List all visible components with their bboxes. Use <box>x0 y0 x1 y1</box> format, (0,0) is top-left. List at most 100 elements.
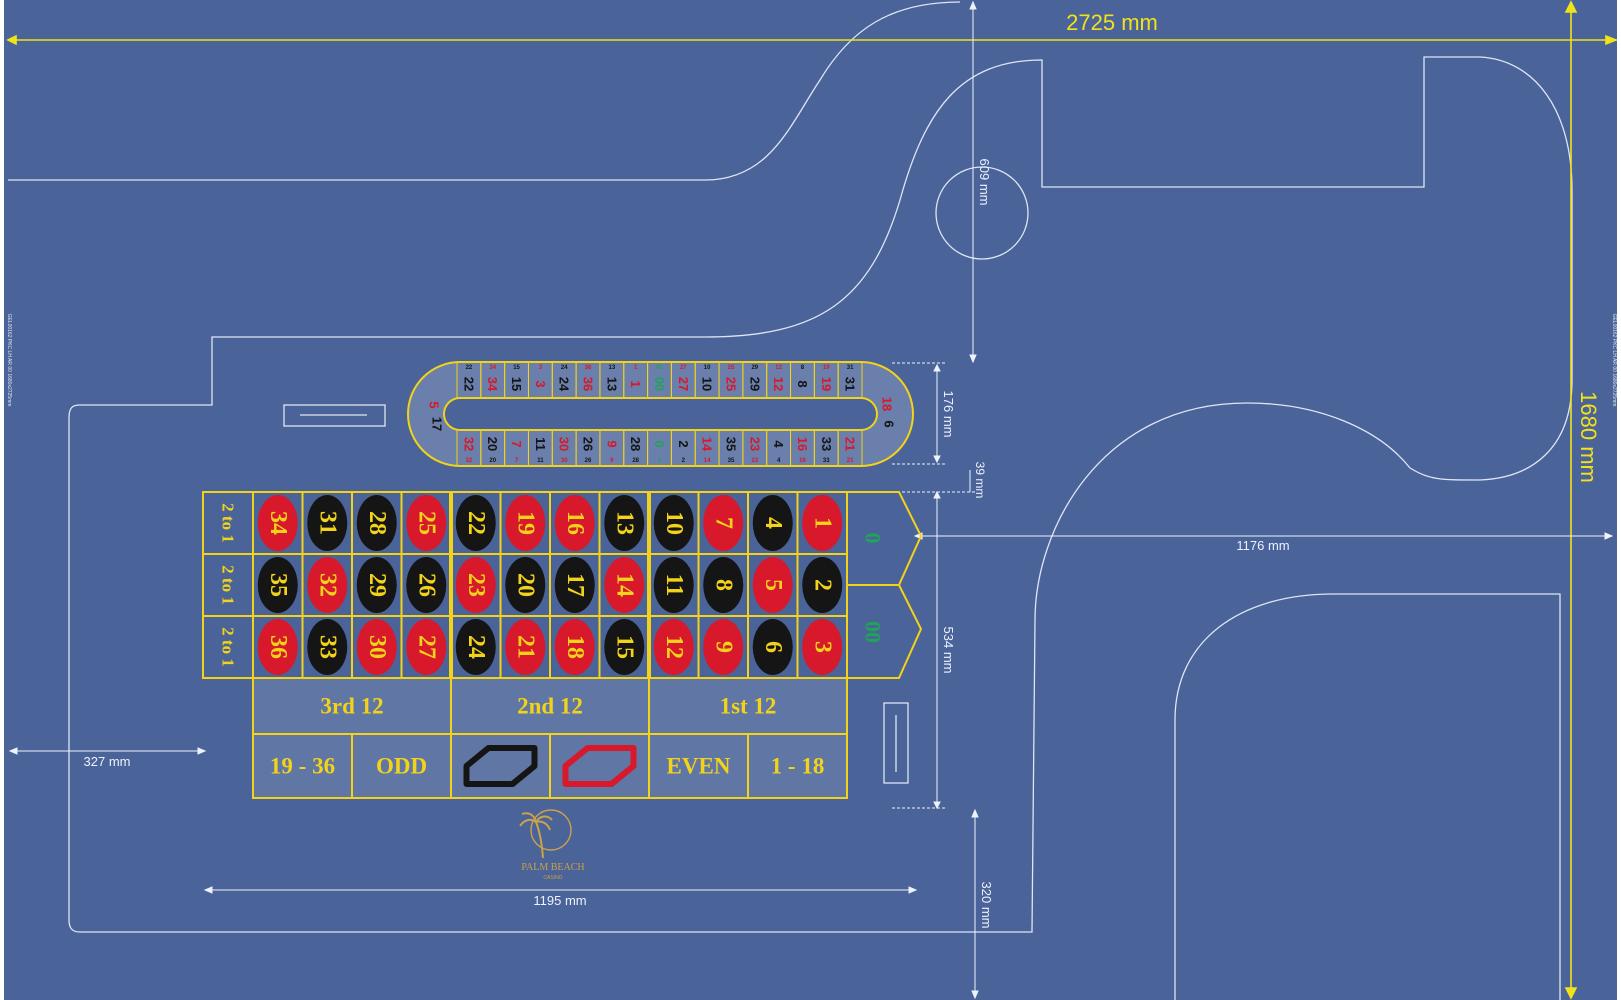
racetrack-number[interactable]: 8 <box>795 380 810 387</box>
number-label[interactable]: 27 <box>413 635 439 659</box>
racetrack-end-number[interactable]: 6 <box>882 420 897 427</box>
number-label[interactable]: 9 <box>710 641 736 653</box>
dozen-bet-label[interactable]: 1st 12 <box>720 694 777 719</box>
racetrack-number[interactable]: 11 <box>533 437 548 451</box>
number-label[interactable]: 34 <box>265 511 291 535</box>
number-label[interactable]: 12 <box>661 635 687 659</box>
number-label[interactable]: 22 <box>463 511 489 535</box>
outside-bet-label[interactable]: ODD <box>376 754 427 779</box>
number-label[interactable]: 23 <box>463 573 489 597</box>
number-label[interactable]: 19 <box>512 511 538 535</box>
outside-bet-cell[interactable] <box>351 733 452 799</box>
zero-cell[interactable] <box>846 491 923 586</box>
number-label[interactable]: 31 <box>314 511 340 535</box>
number-label[interactable]: 4 <box>760 517 786 529</box>
racetrack-number[interactable]: 33 <box>819 437 834 451</box>
racetrack-number[interactable]: 16 <box>795 437 810 451</box>
outside-bet-label[interactable]: 19 - 36 <box>270 754 335 779</box>
racetrack-cell[interactable] <box>837 361 863 399</box>
racetrack-number[interactable]: 2 <box>676 440 691 447</box>
column-bet-label[interactable]: 2 to 1 <box>219 565 238 605</box>
number-label[interactable]: 14 <box>611 573 637 597</box>
number-label[interactable]: 25 <box>413 511 439 535</box>
racetrack-number[interactable]: 9 <box>604 440 619 447</box>
column-bet-label[interactable]: 2 to 1 <box>219 503 238 543</box>
number-label[interactable]: 18 <box>562 635 588 659</box>
racetrack-number[interactable]: 00 <box>652 377 667 391</box>
outside-bet-cell[interactable] <box>747 733 848 799</box>
racetrack-number[interactable]: 30 <box>557 437 572 451</box>
number-label[interactable]: 15 <box>611 635 637 659</box>
racetrack-number[interactable]: 29 <box>747 377 762 391</box>
number-label[interactable]: 35 <box>265 573 291 597</box>
racetrack-number[interactable]: 1 <box>628 380 643 387</box>
racetrack-number[interactable]: 7 <box>509 440 524 447</box>
racetrack-number[interactable]: 3 <box>533 380 548 387</box>
racetrack-number[interactable]: 14 <box>700 437 715 452</box>
number-label[interactable]: 11 <box>661 574 687 597</box>
racetrack-number[interactable]: 27 <box>676 377 691 391</box>
racetrack-number[interactable]: 19 <box>819 377 834 391</box>
racetrack-number[interactable]: 4 <box>771 440 786 448</box>
number-label[interactable]: 13 <box>611 511 637 535</box>
racetrack-number[interactable]: 31 <box>843 377 858 391</box>
number-label[interactable]: 8 <box>710 579 736 591</box>
dozen-bet-cell[interactable] <box>450 677 650 735</box>
outside-bet-label[interactable]: 1 - 18 <box>771 754 825 779</box>
racetrack-number[interactable]: 28 <box>628 437 643 451</box>
racetrack-number[interactable]: 32 <box>461 437 476 451</box>
racetrack-number[interactable]: 25 <box>723 377 738 391</box>
black-diamond-icon[interactable] <box>463 745 538 787</box>
racetrack-end-number[interactable]: 18 <box>880 397 895 411</box>
racetrack-number[interactable]: 23 <box>747 437 762 451</box>
number-label[interactable]: 16 <box>562 511 588 535</box>
racetrack-number[interactable]: 35 <box>723 437 738 451</box>
racetrack-number[interactable]: 0 <box>652 440 667 447</box>
number-label[interactable]: 3 <box>809 641 835 653</box>
dozen-bet-label[interactable]: 3rd 12 <box>320 694 383 719</box>
racetrack-number[interactable]: 34 <box>485 377 500 392</box>
number-label[interactable]: 6 <box>760 641 786 653</box>
racetrack-end-number[interactable]: 17 <box>430 417 445 431</box>
racetrack-number[interactable]: 26 <box>581 437 596 451</box>
zero-label[interactable]: 0 <box>861 533 886 544</box>
column-bet-label[interactable]: 2 to 1 <box>219 627 238 667</box>
number-label[interactable]: 1 <box>809 517 835 529</box>
number-label[interactable]: 26 <box>413 573 439 597</box>
racetrack-number[interactable]: 13 <box>604 377 619 391</box>
dozen-bet-label[interactable]: 2nd 12 <box>517 694 583 719</box>
racetrack-number[interactable]: 10 <box>700 377 715 391</box>
racetrack-number[interactable]: 20 <box>485 437 500 451</box>
number-label[interactable]: 7 <box>710 517 736 529</box>
number-label[interactable]: 33 <box>314 635 340 659</box>
number-label[interactable]: 29 <box>364 573 390 597</box>
double-zero-cell[interactable] <box>846 584 923 679</box>
red-diamond-icon[interactable] <box>562 745 637 787</box>
outside-bet-cell[interactable] <box>252 733 353 799</box>
racetrack-number[interactable]: 22 <box>461 377 476 391</box>
number-label[interactable]: 2 <box>809 579 835 591</box>
number-label[interactable]: 21 <box>512 635 538 659</box>
number-label[interactable]: 5 <box>760 579 786 591</box>
number-label[interactable]: 24 <box>463 635 489 659</box>
racetrack-number[interactable]: 21 <box>843 437 858 451</box>
racetrack-number[interactable]: 12 <box>771 377 786 391</box>
number-label[interactable]: 10 <box>661 511 687 535</box>
racetrack-number[interactable]: 15 <box>509 377 524 391</box>
number-label[interactable]: 32 <box>314 573 340 597</box>
double-zero-label[interactable]: 00 <box>861 621 886 643</box>
racetrack-end-number[interactable]: 5 <box>427 401 442 408</box>
number-label[interactable]: 30 <box>364 635 390 659</box>
outside-bet-label[interactable]: EVEN <box>667 754 731 779</box>
number-oval <box>455 619 496 675</box>
number-label[interactable]: 28 <box>364 511 390 535</box>
outside-bet-cell[interactable] <box>648 733 749 799</box>
racetrack-cell[interactable] <box>837 429 863 467</box>
number-label[interactable]: 36 <box>265 635 291 659</box>
racetrack-number[interactable]: 36 <box>581 377 596 391</box>
number-label[interactable]: 17 <box>562 573 588 597</box>
racetrack-number[interactable]: 24 <box>557 377 572 392</box>
dozen-bet-cell[interactable] <box>648 677 848 735</box>
number-oval <box>505 557 546 613</box>
number-label[interactable]: 20 <box>512 573 538 597</box>
